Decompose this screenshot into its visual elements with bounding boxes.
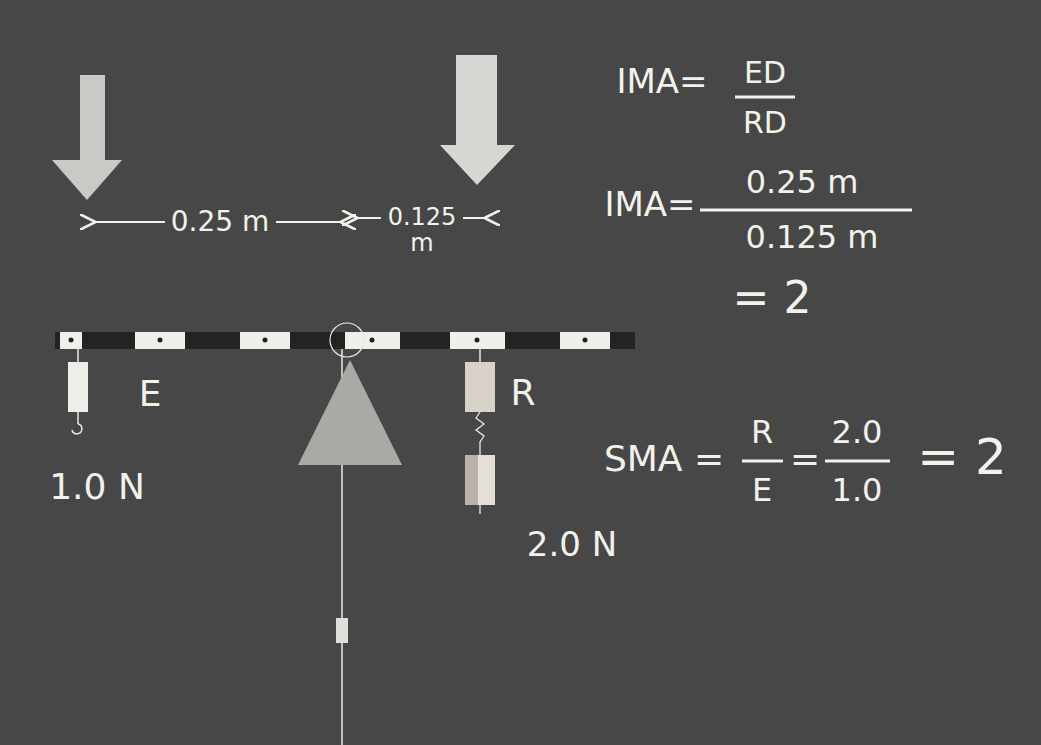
formula-text: R <box>751 415 773 450</box>
formula-text: RD <box>743 106 787 139</box>
formula-text: IMA= <box>604 186 695 223</box>
force-value: 2.0 N <box>527 526 617 563</box>
part-label: E <box>139 374 162 414</box>
formula-text: IMA= <box>616 63 707 100</box>
formula-text: 0.125 m <box>746 220 879 255</box>
formula-text: 2.0 <box>832 415 883 450</box>
dimension-arrow <box>94 221 165 223</box>
pivot <box>330 323 364 357</box>
formula-text: E <box>752 473 772 508</box>
force-value: 1.0 N <box>49 467 145 507</box>
formula-text: SMA = <box>604 439 724 479</box>
bar-clips <box>60 332 610 349</box>
dimension-label: 0.25 m <box>171 207 270 238</box>
formula-result: = 2 <box>917 430 1007 485</box>
formula-text: 1.0 <box>832 473 883 508</box>
clip-holes <box>69 338 588 343</box>
hanging-masses <box>465 349 495 514</box>
fulcrum <box>298 360 402 465</box>
formula-text: ED <box>744 56 786 89</box>
force-arrow <box>52 75 122 200</box>
dimension-arrow <box>276 221 342 223</box>
dimension-arrow <box>463 217 486 219</box>
fraction-bars <box>700 97 912 461</box>
formula-result: = 2 <box>733 274 812 322</box>
string-weight <box>336 618 348 643</box>
dimension-arrow <box>356 217 381 219</box>
formula-text: 0.25 m <box>746 165 859 200</box>
formula-text: = <box>790 439 820 479</box>
part-label: R <box>510 373 535 413</box>
dimension-label: 0.125 m <box>382 204 462 257</box>
lever-bar <box>55 332 635 349</box>
spring-scale <box>68 349 88 434</box>
force-arrow <box>440 55 515 185</box>
